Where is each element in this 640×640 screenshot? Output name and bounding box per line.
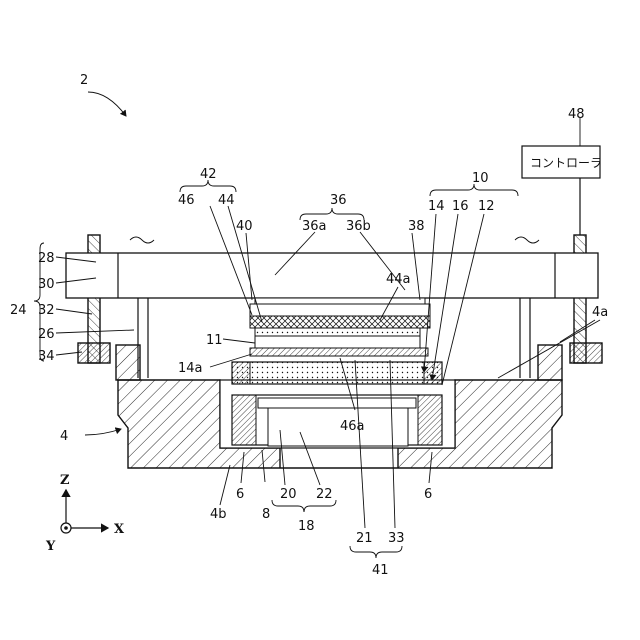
label-36b: 36b [346,219,371,234]
axis-x-label: X [114,522,125,537]
label-36: 36 [330,193,347,208]
label-44: 44 [218,193,235,208]
label-6-right: 6 [424,487,432,502]
label-20: 20 [280,487,297,502]
layer-46 [255,328,420,336]
label-4b: 4b [210,507,227,522]
label-14: 14 [428,199,445,214]
top-plate [66,237,598,298]
stage-10 [232,362,442,384]
label-10: 10 [472,171,489,186]
label-14a: 14a [178,361,203,376]
controller-box [522,118,600,235]
label-28: 28 [38,251,55,266]
label-11: 11 [206,333,223,348]
label-38: 38 [408,219,425,234]
layer-11 [255,336,420,348]
label-46a: 46a [340,419,365,434]
label-48: 48 [568,107,585,122]
label-ref-main: 2 [80,73,88,88]
axis-y-label: Y [45,539,56,554]
label-30: 30 [38,277,55,292]
layer-44 [250,316,430,328]
label-36a: 36a [302,219,327,234]
label-18: 18 [298,519,315,534]
axis-z-label: Z [60,473,70,488]
label-40: 40 [236,219,253,234]
label-44a: 44a [386,272,411,287]
layer-14a [250,348,428,356]
label-4a: 4a [592,305,608,320]
label-33: 33 [388,531,405,546]
label-16: 16 [452,199,469,214]
right-mount [538,343,602,380]
label-26: 26 [38,327,55,342]
axes-icon: Z Y X [45,473,125,554]
label-42: 42 [200,167,217,182]
label-21: 21 [356,531,373,546]
label-41: 41 [372,563,389,578]
label-4: 4 [60,429,68,444]
label-12: 12 [478,199,495,214]
stack-36-38 [250,298,430,316]
label-6-left: 6 [236,487,244,502]
label-24: 24 [10,303,27,318]
label-46: 46 [178,193,195,208]
controller-text: コントローラ [530,156,602,170]
label-22: 22 [316,487,333,502]
label-32: 32 [38,303,55,318]
label-8: 8 [262,507,270,522]
lower-frame [232,395,442,446]
label-34: 34 [38,349,55,364]
